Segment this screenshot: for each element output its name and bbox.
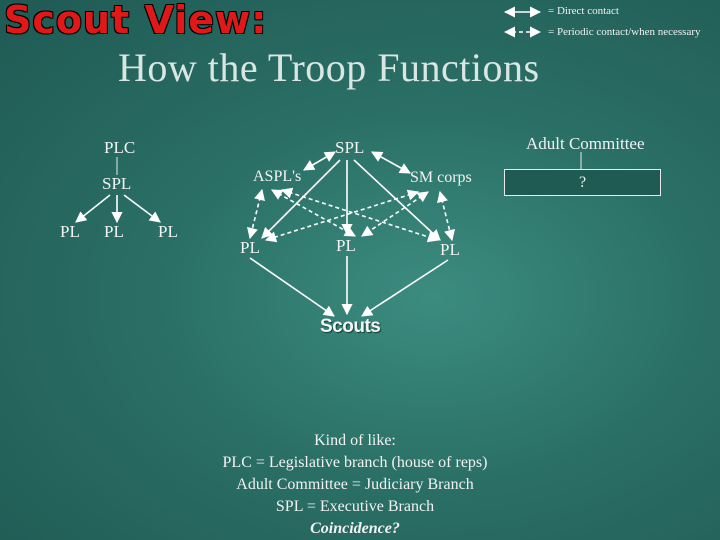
spl-pl3-arrow: [353, 159, 441, 241]
spl-sm-arrow: [371, 151, 411, 174]
left-spl-to-pl1-arrow: [75, 194, 111, 223]
spl-aspl-arrow: [303, 151, 336, 171]
adult-committee-box: ?: [504, 169, 661, 196]
center-pl-node-1: PL: [240, 238, 260, 257]
legend-periodic-label: = Periodic contact/when necessary: [548, 26, 701, 38]
note-emphasis: Coincidence?: [310, 520, 400, 537]
note-line-3: Adult Committee = Judiciary Branch: [236, 476, 474, 493]
left-spl-node: SPL: [102, 174, 132, 193]
plc-node: PLC: [104, 138, 136, 157]
sm-corps-node: SM corps: [410, 169, 472, 186]
note-line-2: PLC = Legislative branch (house of reps): [222, 454, 488, 471]
aspl-pl1-arrow: [247, 188, 265, 240]
left-pl-node-3: PL: [158, 222, 178, 241]
spl-node: SPL: [335, 138, 365, 157]
scout-view-headline: Scout View:: [4, 0, 268, 42]
aspl-pl2-arrow: [271, 189, 356, 237]
left-spl-to-pl3-arrow: [123, 194, 161, 223]
left-pl-node-2: PL: [104, 222, 124, 241]
pl3-scouts-arrow: [361, 259, 449, 317]
center-pl-node-3: PL: [440, 240, 460, 259]
left-pl-node-1: PL: [60, 222, 80, 241]
sm-pl2-arrow: [361, 191, 429, 237]
aspl-pl3-arrow: [280, 187, 440, 243]
aspl-node: ASPL's: [253, 168, 302, 185]
comparison-note: Kind of like: PLC = Legislative branch (…: [180, 430, 530, 540]
sm-pl1-arrow: [264, 189, 420, 243]
adult-committee-label: Adult Committee: [526, 134, 645, 153]
legend-direct-label: = Direct contact: [548, 5, 619, 17]
note-line-4: SPL = Executive Branch: [275, 498, 435, 515]
page-title: How the Troop Functions: [118, 45, 540, 90]
scouts-node: Scouts: [320, 316, 381, 337]
note-line-1: Kind of like:: [314, 432, 396, 449]
pl1-scouts-arrow: [249, 257, 335, 317]
spl-pl1-arrow: [261, 159, 341, 239]
sm-pl3-arrow: [437, 190, 455, 242]
